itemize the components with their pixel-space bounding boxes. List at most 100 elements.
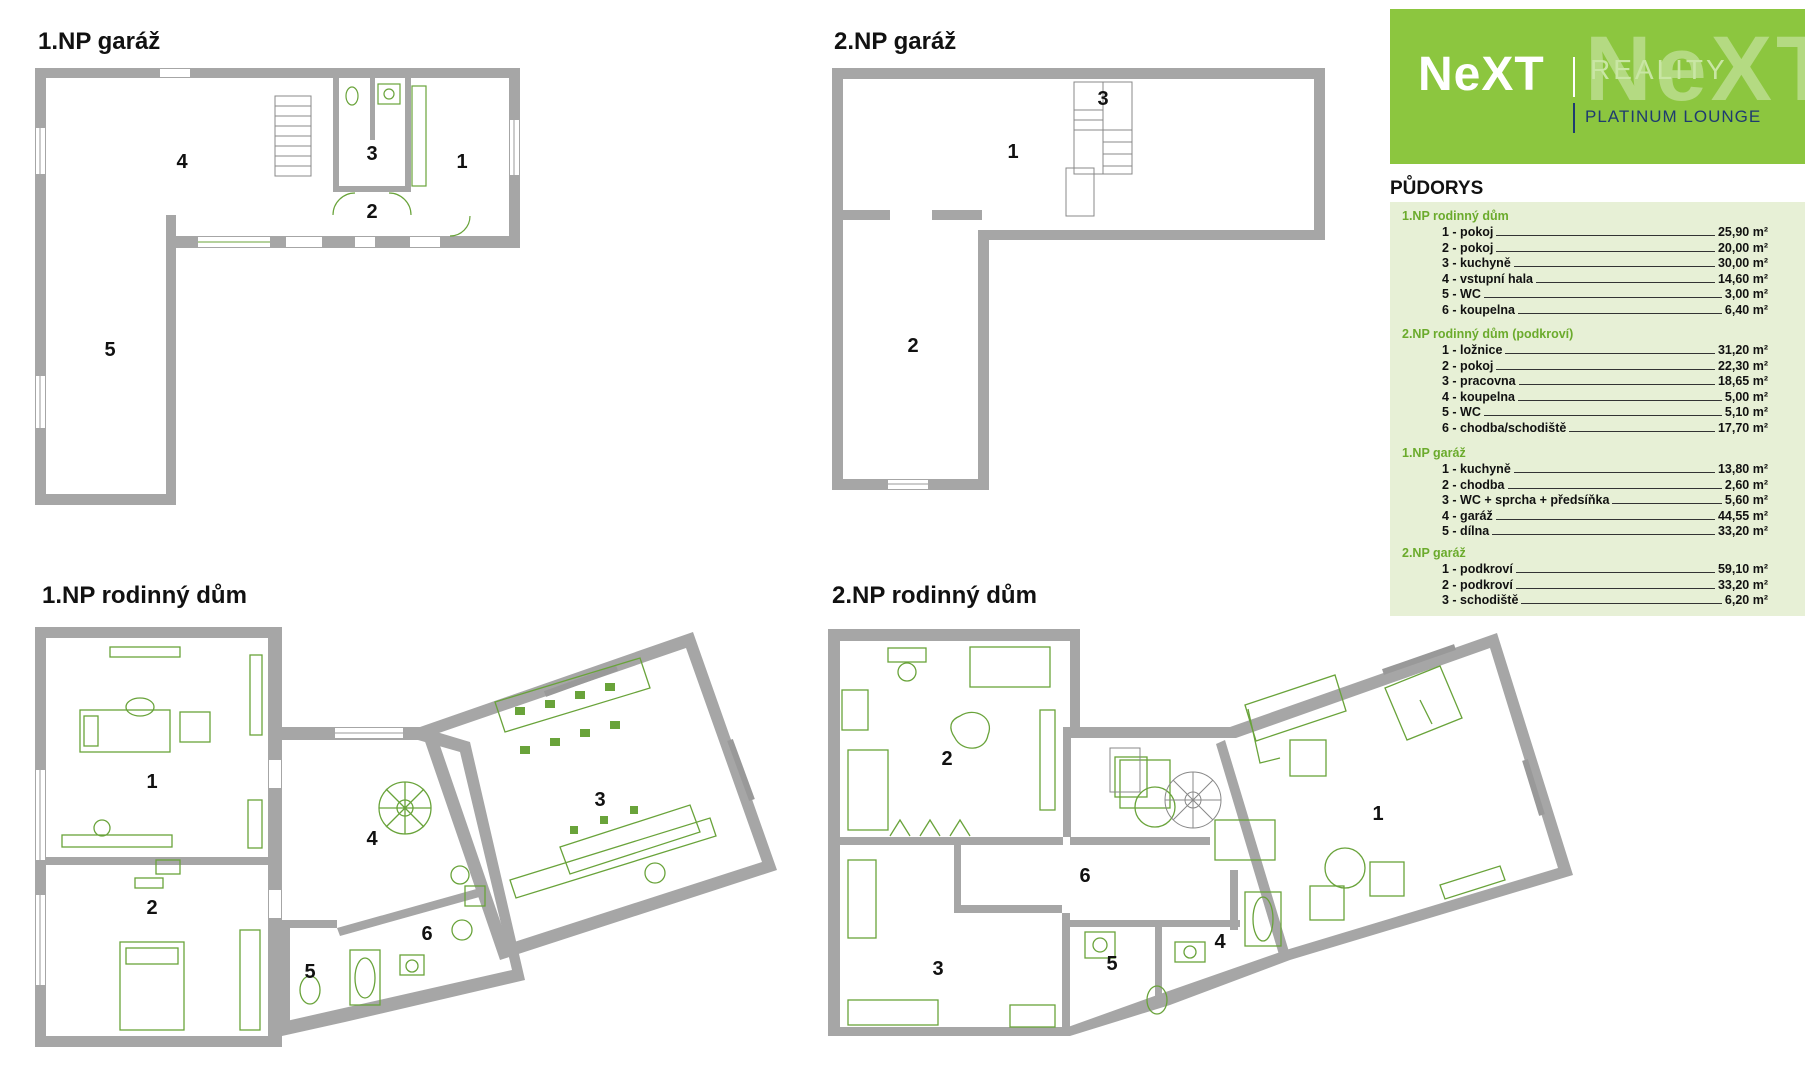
room-number: 1: [1372, 803, 1383, 825]
legend-section-title: 2.NP garáž: [1402, 546, 1466, 560]
legend-room-area: 5,10 m²: [1724, 405, 1768, 420]
room-number: 3: [932, 958, 943, 980]
legend-room-label: 1 - ložnice: [1442, 343, 1503, 357]
legend-room-label: 6 - koupelna: [1442, 303, 1515, 317]
leader-line: [1612, 503, 1722, 505]
room-number: 2: [907, 335, 918, 357]
plan-2np-house: 1 2 3 4 5 6: [828, 629, 1573, 1036]
leader-line: [1505, 353, 1715, 354]
legend-room-label: 2 - chodba: [1442, 477, 1505, 492]
legend-title: PŮDORYS: [1390, 178, 1484, 199]
legend-row: 5 - WC 3,00 m²: [1442, 287, 1768, 301]
logo-subtitle: PLATINUM LOUNGE: [1585, 107, 1762, 126]
plan-title-2np-house: 2.NP rodinný dům: [832, 582, 1037, 609]
legend-room-area: 3,00 m²: [1724, 287, 1768, 302]
legend-row: 6 - koupelna 6,40 m²: [1442, 303, 1768, 317]
room-number: 4: [176, 151, 188, 173]
room-number: 2: [941, 748, 952, 770]
legend-room-area: 44,55 m²: [1717, 508, 1768, 523]
room-number: 2: [366, 201, 377, 223]
leader-line: [1517, 313, 1722, 314]
legend-row: 4 - vstupní hala 14,60 m²: [1442, 272, 1768, 286]
plan-2np-garage: 1 2 3: [832, 68, 1325, 490]
legend-room-label: 3 - schodiště: [1442, 593, 1519, 608]
leader-line: [1515, 587, 1715, 589]
plan-title-2np-garage: 2.NP garáž: [834, 28, 957, 55]
legend-room-label: 2 - podkroví: [1442, 577, 1513, 592]
plan-title-1np-garage: 1.NP garáž: [38, 28, 161, 55]
logo-divider: [1573, 57, 1575, 97]
leader-line: [1513, 266, 1715, 268]
leader-line: [1521, 603, 1722, 605]
room-number: 4: [366, 828, 378, 850]
leader-line: [1569, 431, 1715, 432]
plan-title-1np-house: 1.NP rodinný dům: [42, 582, 247, 609]
legend-room-label: 5 - dílna: [1442, 524, 1490, 539]
legend-room-label: 3 - kuchyně: [1442, 256, 1511, 271]
legend-room-area: 18,65 m²: [1717, 374, 1768, 389]
legend-row: 3 - schodiště 6,20 m²: [1442, 593, 1768, 607]
legend-room-area: 6,20 m²: [1724, 593, 1768, 608]
leader-line: [1518, 384, 1715, 386]
legend-room-label: 4 - vstupní hala: [1442, 271, 1533, 286]
room-number: 5: [1106, 953, 1117, 975]
logo-reality: REALITY: [1590, 54, 1728, 85]
room-number: 1: [456, 151, 467, 173]
legend-room-area: 22,30 m²: [1717, 358, 1768, 373]
leader-line: [1496, 235, 1715, 236]
legend-room-area: 59,10 m²: [1717, 562, 1768, 576]
legend-room-label: 5 - WC: [1442, 287, 1481, 302]
legend-room-area: 33,20 m²: [1717, 577, 1768, 592]
legend-room-label: 1 - podkroví: [1442, 562, 1513, 576]
legend-room-label: 2 - pokoj: [1442, 240, 1494, 255]
next-reality-logo: NeXT NeXT REALITY PLATINUM LOUNGE: [1390, 9, 1805, 164]
legend-room-label: 1 - pokoj: [1442, 225, 1494, 239]
legend-room-area: 14,60 m²: [1717, 271, 1768, 286]
legend-row: 3 - pracovna 18,65 m²: [1442, 374, 1768, 388]
legend-room-area: 25,90 m²: [1717, 225, 1768, 239]
room-number: 3: [1097, 88, 1108, 110]
legend-room-label: 6 - chodba/schodiště: [1442, 421, 1567, 435]
legend-room-label: 3 - WC + sprcha + předsíňka: [1442, 493, 1610, 508]
legend-row: 2 - pokoj 20,00 m²: [1442, 241, 1768, 255]
room-number: 1: [146, 771, 157, 793]
legend-row: 2 - podkroví 33,20 m²: [1442, 578, 1768, 592]
logo-divider-small: [1573, 103, 1575, 133]
legend-room-area: 5,60 m²: [1724, 493, 1768, 508]
room-number: 6: [1079, 865, 1090, 887]
room-number: 2: [146, 897, 157, 919]
leader-line: [1496, 250, 1715, 252]
legend-room-area: 6,40 m²: [1724, 303, 1768, 317]
plan-1np-house: 1 2 3 4 5 6: [35, 627, 777, 1047]
room-number: 5: [104, 339, 115, 361]
leader-line: [1483, 297, 1722, 299]
logo-brand-ghost: NeXT: [1585, 18, 1805, 120]
legend-room-area: 31,20 m²: [1717, 343, 1768, 357]
legend-room-area: 13,80 m²: [1717, 462, 1768, 476]
legend-room-label: 3 - pracovna: [1442, 374, 1516, 389]
leader-line: [1492, 534, 1715, 536]
leader-line: [1496, 368, 1715, 370]
legend-row: 1 - pokoj 25,90 m²: [1442, 225, 1768, 239]
legend-room-label: 5 - WC: [1442, 405, 1481, 420]
room-number: 4: [1214, 931, 1226, 953]
leader-line: [1513, 472, 1715, 473]
legend-room-area: 20,00 m²: [1717, 240, 1768, 255]
legend-row: 5 - WC 5,10 m²: [1442, 405, 1768, 419]
leader-line: [1483, 415, 1722, 417]
legend-row: 1 - podkroví 59,10 m²: [1442, 562, 1768, 576]
leader-line: [1515, 572, 1715, 573]
legend-room-area: 5,00 m²: [1724, 389, 1768, 404]
room-number: 6: [421, 923, 432, 945]
legend-room-area: 33,20 m²: [1717, 524, 1768, 539]
room-number: 3: [594, 789, 605, 811]
room-number: 1: [1007, 141, 1018, 163]
legend-room-label: 2 - pokoj: [1442, 358, 1494, 373]
